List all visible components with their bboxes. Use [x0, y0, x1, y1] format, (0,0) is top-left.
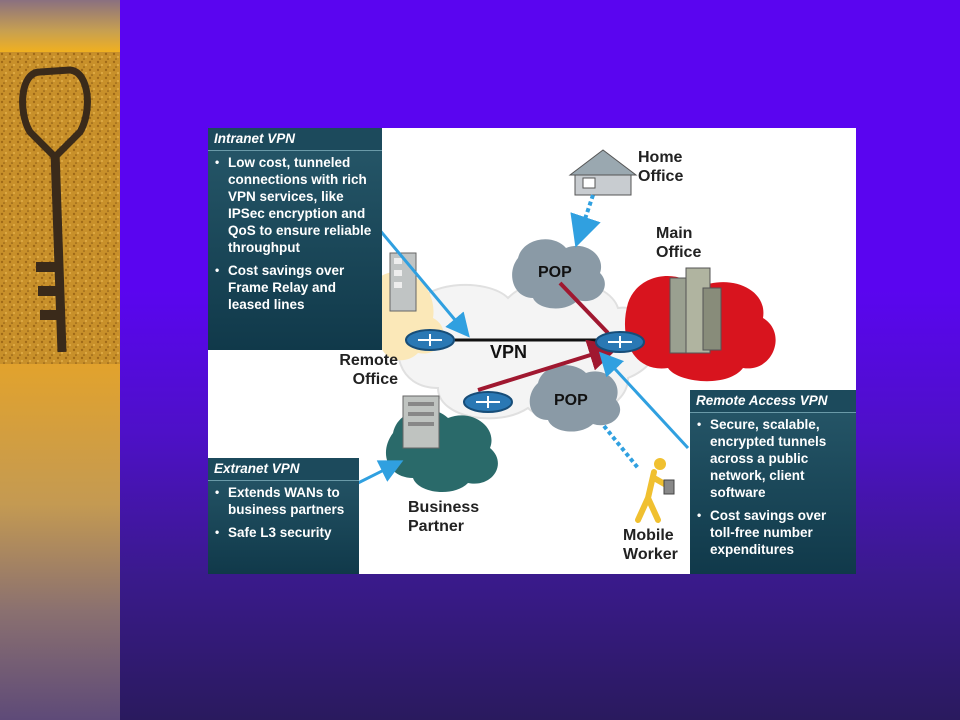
arrow-mobile-worker: [602, 424, 640, 470]
vpn-diagram: Intranet VPN Low cost, tunneled connecti…: [208, 128, 856, 574]
pop-bottom-label: POP: [554, 392, 588, 409]
vpn-link-partner: [477, 339, 621, 392]
key-photo: [0, 52, 120, 364]
remote-access-vpn-panel: Remote Access VPN Secure, scalable, encr…: [690, 390, 856, 574]
intranet-bullet-2: Cost savings over Frame Relay and leased…: [215, 262, 378, 313]
vpn-link-home-pop: [558, 281, 610, 335]
pop-bottom-cloud: [529, 365, 621, 432]
intranet-bullet-1: Low cost, tunneled connections with rich…: [215, 154, 378, 256]
intranet-vpn-title: Intranet VPN: [208, 128, 382, 151]
business-partner-building: [402, 395, 440, 449]
intranet-vpn-panel: Intranet VPN Low cost, tunneled connecti…: [208, 128, 382, 350]
home-office-house: [568, 149, 638, 196]
remote-office-building: [389, 252, 417, 312]
home-office-label: Home Office: [638, 149, 684, 185]
mobile-worker-figure: [635, 458, 675, 523]
remote-access-bullet-1: Secure, scalable, encrypted tunnels acro…: [697, 416, 852, 501]
router-business-partner: [463, 391, 513, 413]
business-partner-label: Business Partner: [408, 499, 480, 535]
pop-top-label: POP: [538, 264, 572, 281]
pop-top-cloud: [512, 239, 605, 309]
extranet-bullet-1: Extends WANs to business partners: [215, 484, 355, 518]
remote-access-vpn-title: Remote Access VPN: [690, 390, 856, 413]
main-office-building: [669, 267, 722, 354]
left-strip-top-band: [0, 0, 120, 52]
mobile-worker-label: Mobile Worker: [623, 527, 678, 563]
router-main-office: [595, 331, 645, 353]
arrow-extranet: [357, 460, 404, 485]
arrow-remote-access: [598, 351, 690, 450]
arrow-intranet: [376, 227, 470, 338]
vpn-label: VPN: [490, 342, 528, 362]
extranet-bullet-2: Safe L3 security: [215, 524, 355, 541]
router-remote-office: [405, 329, 455, 351]
remote-access-bullet-2: Cost savings over toll-free number expen…: [697, 507, 852, 558]
remote-office-label: Remote Office: [339, 352, 398, 388]
extranet-vpn-panel: Extranet VPN Extends WANs to business pa…: [208, 458, 359, 574]
arrow-home-office: [570, 194, 601, 248]
extranet-vpn-title: Extranet VPN: [208, 458, 359, 481]
main-office-label: Main Office: [656, 225, 702, 261]
diagram-graphics: [357, 149, 776, 523]
